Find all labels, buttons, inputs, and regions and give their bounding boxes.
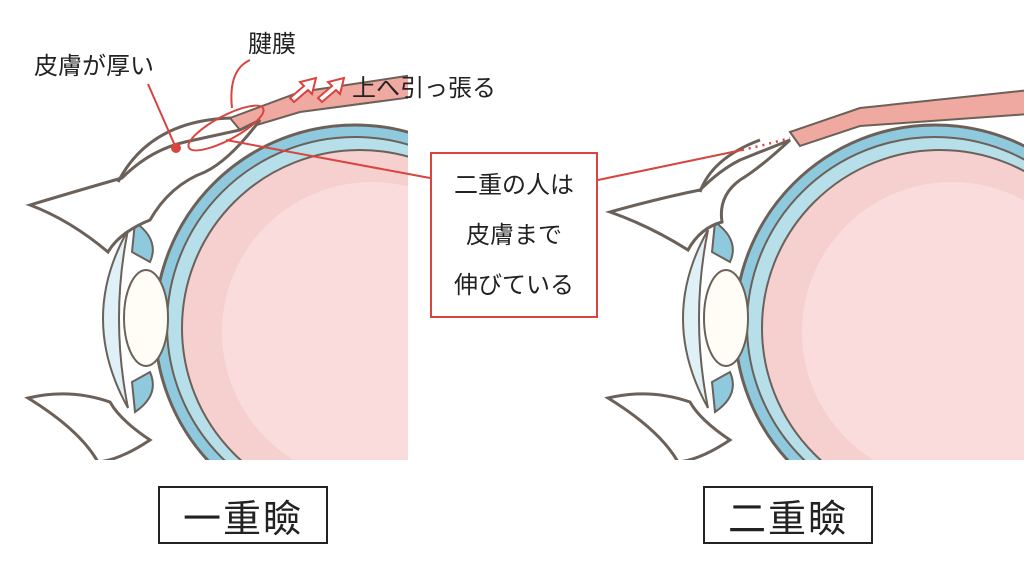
lens xyxy=(123,269,169,367)
cornea xyxy=(682,229,709,409)
title-double-eyelid: 二重瞼 xyxy=(703,486,873,544)
label-tendon: 腱膜 xyxy=(248,30,296,58)
arrow-icon xyxy=(316,76,346,104)
box-leader-line-left xyxy=(225,139,431,179)
arrow-icon xyxy=(288,76,318,104)
lower-eyelid-skin xyxy=(604,392,733,460)
box-leader-line-right xyxy=(597,149,743,181)
pull-arrows xyxy=(288,76,346,104)
label-thick-skin: 皮膚が厚い xyxy=(34,52,154,80)
explanation-box: 二重の人は 皮膚まで 伸びている xyxy=(430,152,598,318)
vitreous xyxy=(222,182,408,460)
label-pull-up: 上へ引っ張る xyxy=(352,74,496,102)
explanation-line-1: 二重の人は xyxy=(454,171,574,199)
explanation-line-2: 皮膚まで xyxy=(466,221,562,249)
iris-lower xyxy=(130,370,154,414)
cornea xyxy=(102,229,129,409)
tendon-leader-line xyxy=(230,59,251,109)
brow-fold xyxy=(116,116,233,183)
levator-muscle xyxy=(788,89,1024,148)
title-single-eyelid: 一重瞼 xyxy=(158,486,328,544)
single-eyelid-illustration xyxy=(24,74,408,460)
double-fold-line xyxy=(698,138,761,193)
explanation-line-3: 伸びている xyxy=(454,271,574,299)
double-eyelid-illustration xyxy=(604,89,1024,460)
lower-eyelid-skin xyxy=(24,392,153,460)
vitreous xyxy=(802,182,1024,460)
upper-eyelid-skin xyxy=(25,118,262,255)
lens xyxy=(703,269,749,367)
iris-upper xyxy=(710,220,734,264)
skin-leader-line xyxy=(147,83,177,149)
tendon-highlight xyxy=(187,104,265,152)
iris-upper xyxy=(130,220,154,264)
iris-lower xyxy=(710,370,734,414)
